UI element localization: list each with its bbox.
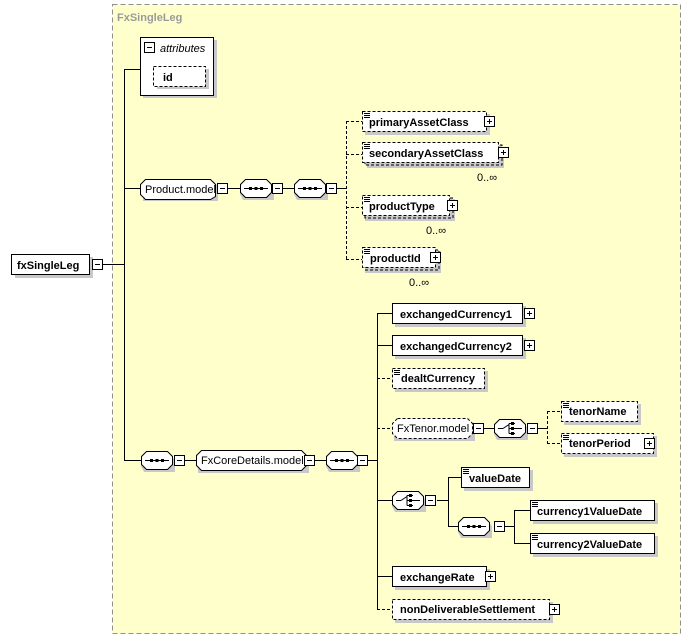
product-sequence-1[interactable] [240, 179, 283, 201]
element-label: valueDate [469, 473, 521, 485]
collapse-attributes-icon[interactable] [144, 42, 155, 53]
element-label: tenorPeriod [569, 438, 631, 450]
element-exchanged-currency-1[interactable]: exchangedCurrency1 [392, 303, 535, 328]
element-label: nonDeliverableSettlement [400, 604, 535, 616]
occurrence-label: 0..∞ [409, 277, 429, 289]
element-label: secondaryAssetClass [369, 148, 483, 160]
expand-icon[interactable] [524, 308, 535, 319]
expand-icon[interactable] [430, 252, 441, 263]
element-exchanged-currency-2[interactable]: exchangedCurrency2 [392, 335, 535, 360]
expand-icon[interactable] [485, 571, 496, 582]
element-label: primaryAssetClass [369, 117, 469, 129]
expand-icon[interactable] [644, 438, 655, 449]
collapse-product-model-icon[interactable] [217, 183, 228, 194]
tenor-choice[interactable] [494, 419, 538, 441]
collapse-choice-icon[interactable] [527, 423, 538, 434]
collapse-sequence-icon[interactable] [357, 455, 368, 466]
element-dealt-currency[interactable]: dealtCurrency [392, 368, 489, 393]
attributes-header: attributes [160, 43, 206, 55]
element-label: productType [369, 201, 435, 213]
product-model-node[interactable]: Product.model [140, 179, 228, 202]
element-label: exchangedCurrency2 [400, 341, 512, 353]
expand-icon[interactable] [524, 340, 535, 351]
occurrence-label: 0..∞ [477, 172, 497, 184]
element-label: exchangeRate [400, 572, 475, 584]
product-model-label: Product.model [145, 184, 216, 196]
element-label: currency2ValueDate [537, 539, 642, 551]
element-label: tenorName [569, 406, 626, 418]
fx-core-details-model-node[interactable]: FxCoreDetails.model [196, 450, 315, 474]
collapse-fx-tenor-icon[interactable] [473, 423, 484, 434]
expand-icon[interactable] [549, 604, 560, 615]
value-date-choice[interactable] [392, 491, 436, 513]
product-sequence-2[interactable] [294, 179, 337, 201]
element-product-type[interactable]: productType 0..∞ [362, 195, 458, 238]
element-label: dealtCurrency [401, 373, 476, 385]
collapse-sequence-icon[interactable] [174, 455, 185, 466]
core-sequence[interactable] [141, 451, 185, 473]
element-currency2-value-date[interactable]: currency2ValueDate [530, 533, 659, 558]
element-exchange-rate[interactable]: exchangeRate [392, 566, 496, 591]
fx-core-details-model-label: FxCoreDetails.model [201, 455, 304, 467]
type-title: FxSingleLeg [117, 12, 182, 24]
collapse-choice-icon[interactable] [425, 495, 436, 506]
currency-value-date-sequence[interactable] [458, 517, 505, 539]
element-currency1-value-date[interactable]: currency1ValueDate [530, 500, 659, 525]
core-inner-sequence[interactable] [326, 451, 368, 473]
connectors [103, 69, 561, 610]
fx-tenor-model-label: FxTenor.model [397, 423, 469, 435]
collapse-sequence-icon[interactable] [494, 521, 505, 532]
element-non-deliverable-settlement[interactable]: nonDeliverableSettlement [392, 599, 560, 624]
element-primary-asset-class[interactable]: primaryAssetClass [362, 111, 495, 136]
element-product-id[interactable]: productId 0..∞ [362, 247, 442, 290]
element-label: currency1ValueDate [537, 506, 642, 518]
root-element-label: fxSingleLeg [17, 260, 79, 272]
element-secondary-asset-class[interactable]: secondaryAssetClass 0..∞ [362, 142, 509, 185]
expand-icon[interactable] [447, 200, 458, 211]
attribute-id[interactable] [153, 66, 206, 87]
collapse-sequence-icon[interactable] [272, 183, 283, 194]
element-tenor-period[interactable]: tenorPeriod [561, 433, 658, 458]
expand-icon[interactable] [484, 116, 495, 127]
collapse-sequence-icon[interactable] [326, 183, 337, 194]
attribute-id-label: id [163, 72, 173, 84]
element-tenor-name[interactable]: tenorName [561, 401, 642, 426]
collapse-root-icon[interactable] [92, 259, 103, 270]
root-element-node[interactable]: fxSingleLeg [11, 254, 103, 279]
attributes-group: attributes id [140, 37, 217, 98]
element-value-date[interactable]: valueDate [461, 467, 534, 492]
element-label: exchangedCurrency1 [400, 309, 512, 321]
fx-tenor-model-node[interactable]: FxTenor.model [392, 418, 484, 442]
expand-icon[interactable] [498, 147, 509, 158]
occurrence-label: 0..∞ [426, 225, 446, 237]
collapse-core-details-icon[interactable] [304, 455, 315, 466]
element-label: productId [370, 253, 421, 265]
